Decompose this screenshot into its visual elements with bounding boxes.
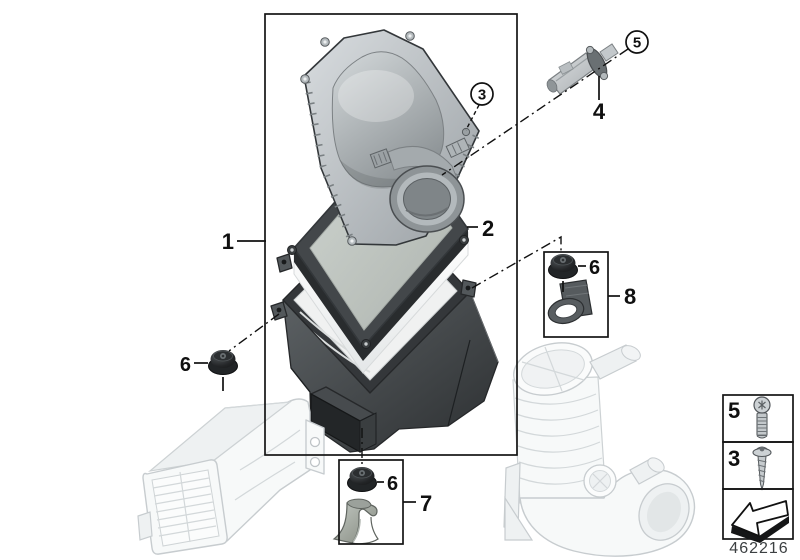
self-tapping-screw-icon: [752, 446, 772, 491]
legend-row-screw-3[interactable]: 3: [722, 441, 794, 491]
holder-bracket[interactable]: [546, 279, 593, 327]
callout-6-left-label[interactable]: 6: [180, 354, 191, 376]
annotation-layer: 1 2 3 4 5 6 6 8 6 7: [180, 13, 649, 545]
leader-line-6-right: [471, 235, 562, 289]
callout-6-right-label[interactable]: 6: [589, 257, 600, 279]
legend-row-arrow[interactable]: [722, 488, 794, 543]
callout-3-circle[interactable]: 3: [470, 82, 494, 106]
rubber-grommet-right[interactable]: [548, 254, 578, 279]
callout-4-label[interactable]: 4: [593, 99, 606, 124]
filtered-air-pipe-ghost: [503, 342, 696, 557]
legend-row-screw-5[interactable]: 5: [722, 394, 794, 443]
callout-7-label[interactable]: 7: [420, 491, 432, 516]
rubber-grommet-left[interactable]: [208, 350, 238, 375]
leader-line-5: [441, 48, 629, 176]
detail-box-6-8: [543, 251, 609, 338]
callout-5-circle[interactable]: 5: [625, 30, 649, 54]
legend-5-label: 5: [728, 398, 740, 423]
air-cleaner-lid[interactable]: [300, 29, 480, 246]
air-mass-sensor[interactable]: [545, 43, 619, 95]
callout-3-label: 3: [478, 87, 486, 104]
rubber-grommet-bottom[interactable]: [347, 467, 377, 492]
callout-1-label[interactable]: 1: [222, 229, 234, 254]
assembly-frame-box: [264, 13, 518, 456]
callout-2-label[interactable]: 2: [482, 216, 494, 241]
legend-3-label: 3: [728, 446, 740, 471]
intake-duct-ghost: [137, 398, 325, 555]
callout-8-label[interactable]: 8: [624, 284, 636, 309]
callout-5-label: 5: [633, 35, 641, 52]
drawing-number: 462216: [729, 540, 788, 557]
holder-clip[interactable]: [332, 498, 379, 545]
callout-6-bottom-label[interactable]: 6: [387, 473, 398, 495]
direction-arrow-icon: [731, 500, 789, 543]
legend: 5 3: [722, 394, 794, 557]
leader-line-6-left: [228, 313, 280, 352]
leader-line-3: [465, 104, 480, 131]
torx-pan-head-screw-icon: [753, 396, 771, 439]
